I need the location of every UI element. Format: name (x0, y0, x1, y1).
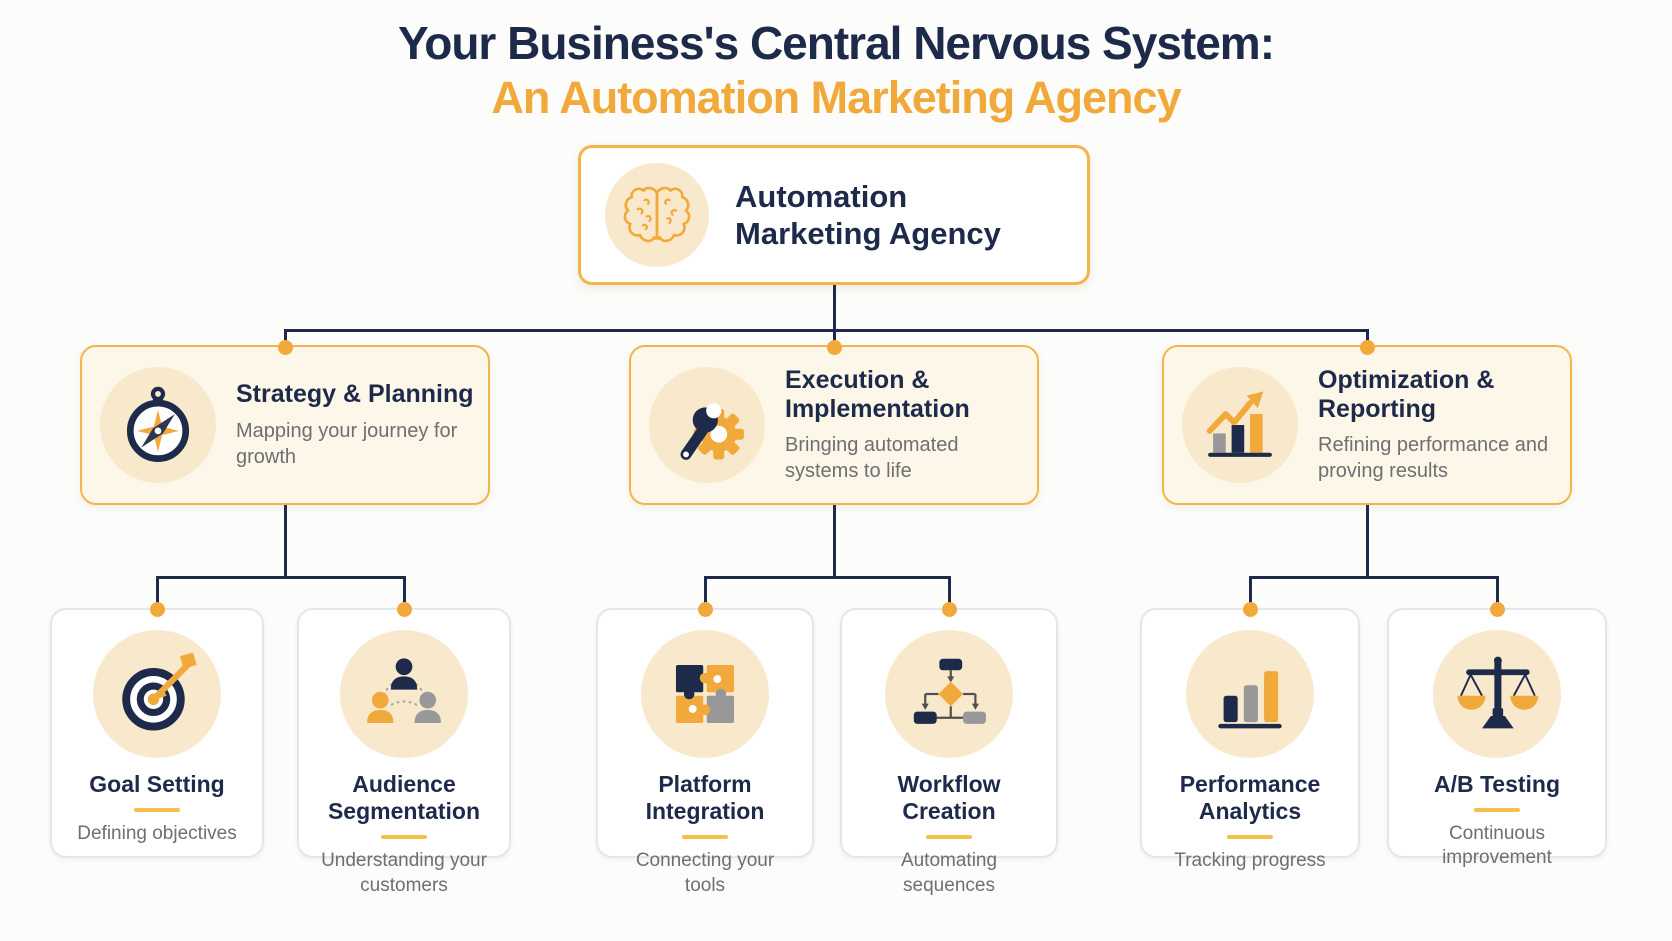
branch-subtitle: Bringing automated systems to life (785, 434, 959, 483)
connector-dot (397, 602, 412, 617)
branch-subtitle: Refining performance and proving results (1318, 434, 1549, 483)
leaf-description: Understanding your customers (321, 850, 487, 896)
leaf-node-workflow-creation: Workflow Creation Automating sequences (840, 608, 1058, 896)
divider (682, 835, 728, 840)
connector-dot (278, 340, 293, 355)
leaf-description: Continuous improvement (1442, 823, 1552, 869)
puzzle-icon (641, 630, 769, 758)
balance-scale-icon (1433, 630, 1561, 758)
audience-icon (340, 630, 468, 758)
leaf-node-platform-integration: Platform Integration Connecting your too… (596, 608, 814, 896)
compass-icon (100, 367, 216, 483)
branch-node-execution-implementation: Execution & Implementation Bringing auto… (629, 345, 1039, 505)
leaf-description: Automating sequences (900, 850, 998, 896)
branch-title: Execution & Implementation (785, 365, 970, 423)
leaf-description: Connecting your tools (635, 850, 775, 896)
connector-line (156, 577, 159, 609)
leaf-title: Goal Setting (89, 771, 225, 797)
leaf-title: Audience Segmentation (327, 771, 481, 825)
connector-line (1366, 330, 1369, 348)
divider (1474, 808, 1520, 813)
branch-text: Execution & Implementation Bringing auto… (785, 366, 1031, 485)
connector-line (284, 505, 287, 578)
growth-chart-icon (1182, 367, 1298, 483)
connector-dot (827, 340, 842, 355)
connector-line (1496, 577, 1499, 609)
branch-title: Strategy & Planning (236, 380, 474, 409)
connector-dot (1360, 340, 1375, 355)
branch-title: Optimization & Reporting (1318, 365, 1495, 423)
connector-line (1366, 505, 1369, 578)
leaf-node-performance-analytics: Performance Analytics Tracking progress (1140, 608, 1360, 871)
connector-dot (1243, 602, 1258, 617)
connector-line (704, 577, 707, 609)
branch-subtitle: Mapping your journey for growth (236, 419, 458, 468)
leaf-title: Platform Integration (645, 771, 765, 825)
leaf-description: Defining objectives (77, 823, 237, 845)
leaf-node-goal-setting: Goal Setting Defining objectives (50, 608, 264, 858)
target-arrow-icon (93, 630, 221, 758)
page-title: Your Business's Central Nervous System: (397, 17, 1275, 69)
leaf-title: A/B Testing (1433, 771, 1561, 797)
brain-icon (605, 163, 709, 267)
connector-line (284, 329, 1369, 332)
connector-line (833, 505, 836, 578)
leaf-title: Performance Analytics (1179, 771, 1321, 825)
connector-line (704, 576, 951, 579)
connector-line (833, 330, 836, 348)
divider (381, 835, 427, 840)
wrench-gear-icon (649, 367, 765, 483)
connector-line (1249, 577, 1252, 609)
leaf-node-ab-testing: A/B Testing Continuous improvement (1387, 608, 1607, 868)
divider (926, 835, 972, 840)
connector-line (948, 577, 951, 609)
branch-node-optimization-reporting: Optimization & Reporting Refining perfor… (1162, 345, 1572, 505)
leaf-title: Workflow Creation (897, 771, 1001, 825)
connector-line (403, 577, 406, 609)
divider (134, 808, 180, 813)
branch-text: Strategy & Planning Mapping your journey… (236, 380, 482, 470)
branch-node-strategy-planning: Strategy & Planning Mapping your journey… (80, 345, 490, 505)
connector-line (1249, 576, 1499, 579)
connector-line (833, 284, 836, 332)
page-subtitle: An Automation Marketing Agency (491, 72, 1181, 123)
root-node-automation-marketing-agency: Automation Marketing Agency (578, 145, 1090, 285)
connector-line (284, 330, 287, 348)
bar-chart-icon (1186, 630, 1314, 758)
workflow-icon (885, 630, 1013, 758)
connector-dot (1490, 602, 1505, 617)
connector-dot (150, 602, 165, 617)
connector-dot (698, 602, 713, 617)
connector-dot (942, 602, 957, 617)
divider (1227, 835, 1273, 840)
root-node-title: Automation Marketing Agency (735, 178, 1001, 251)
connector-line (156, 576, 406, 579)
branch-text: Optimization & Reporting Refining perfor… (1318, 366, 1564, 485)
leaf-node-audience-segmentation: Audience Segmentation Understanding your… (297, 608, 511, 896)
leaf-description: Tracking progress (1174, 850, 1326, 872)
